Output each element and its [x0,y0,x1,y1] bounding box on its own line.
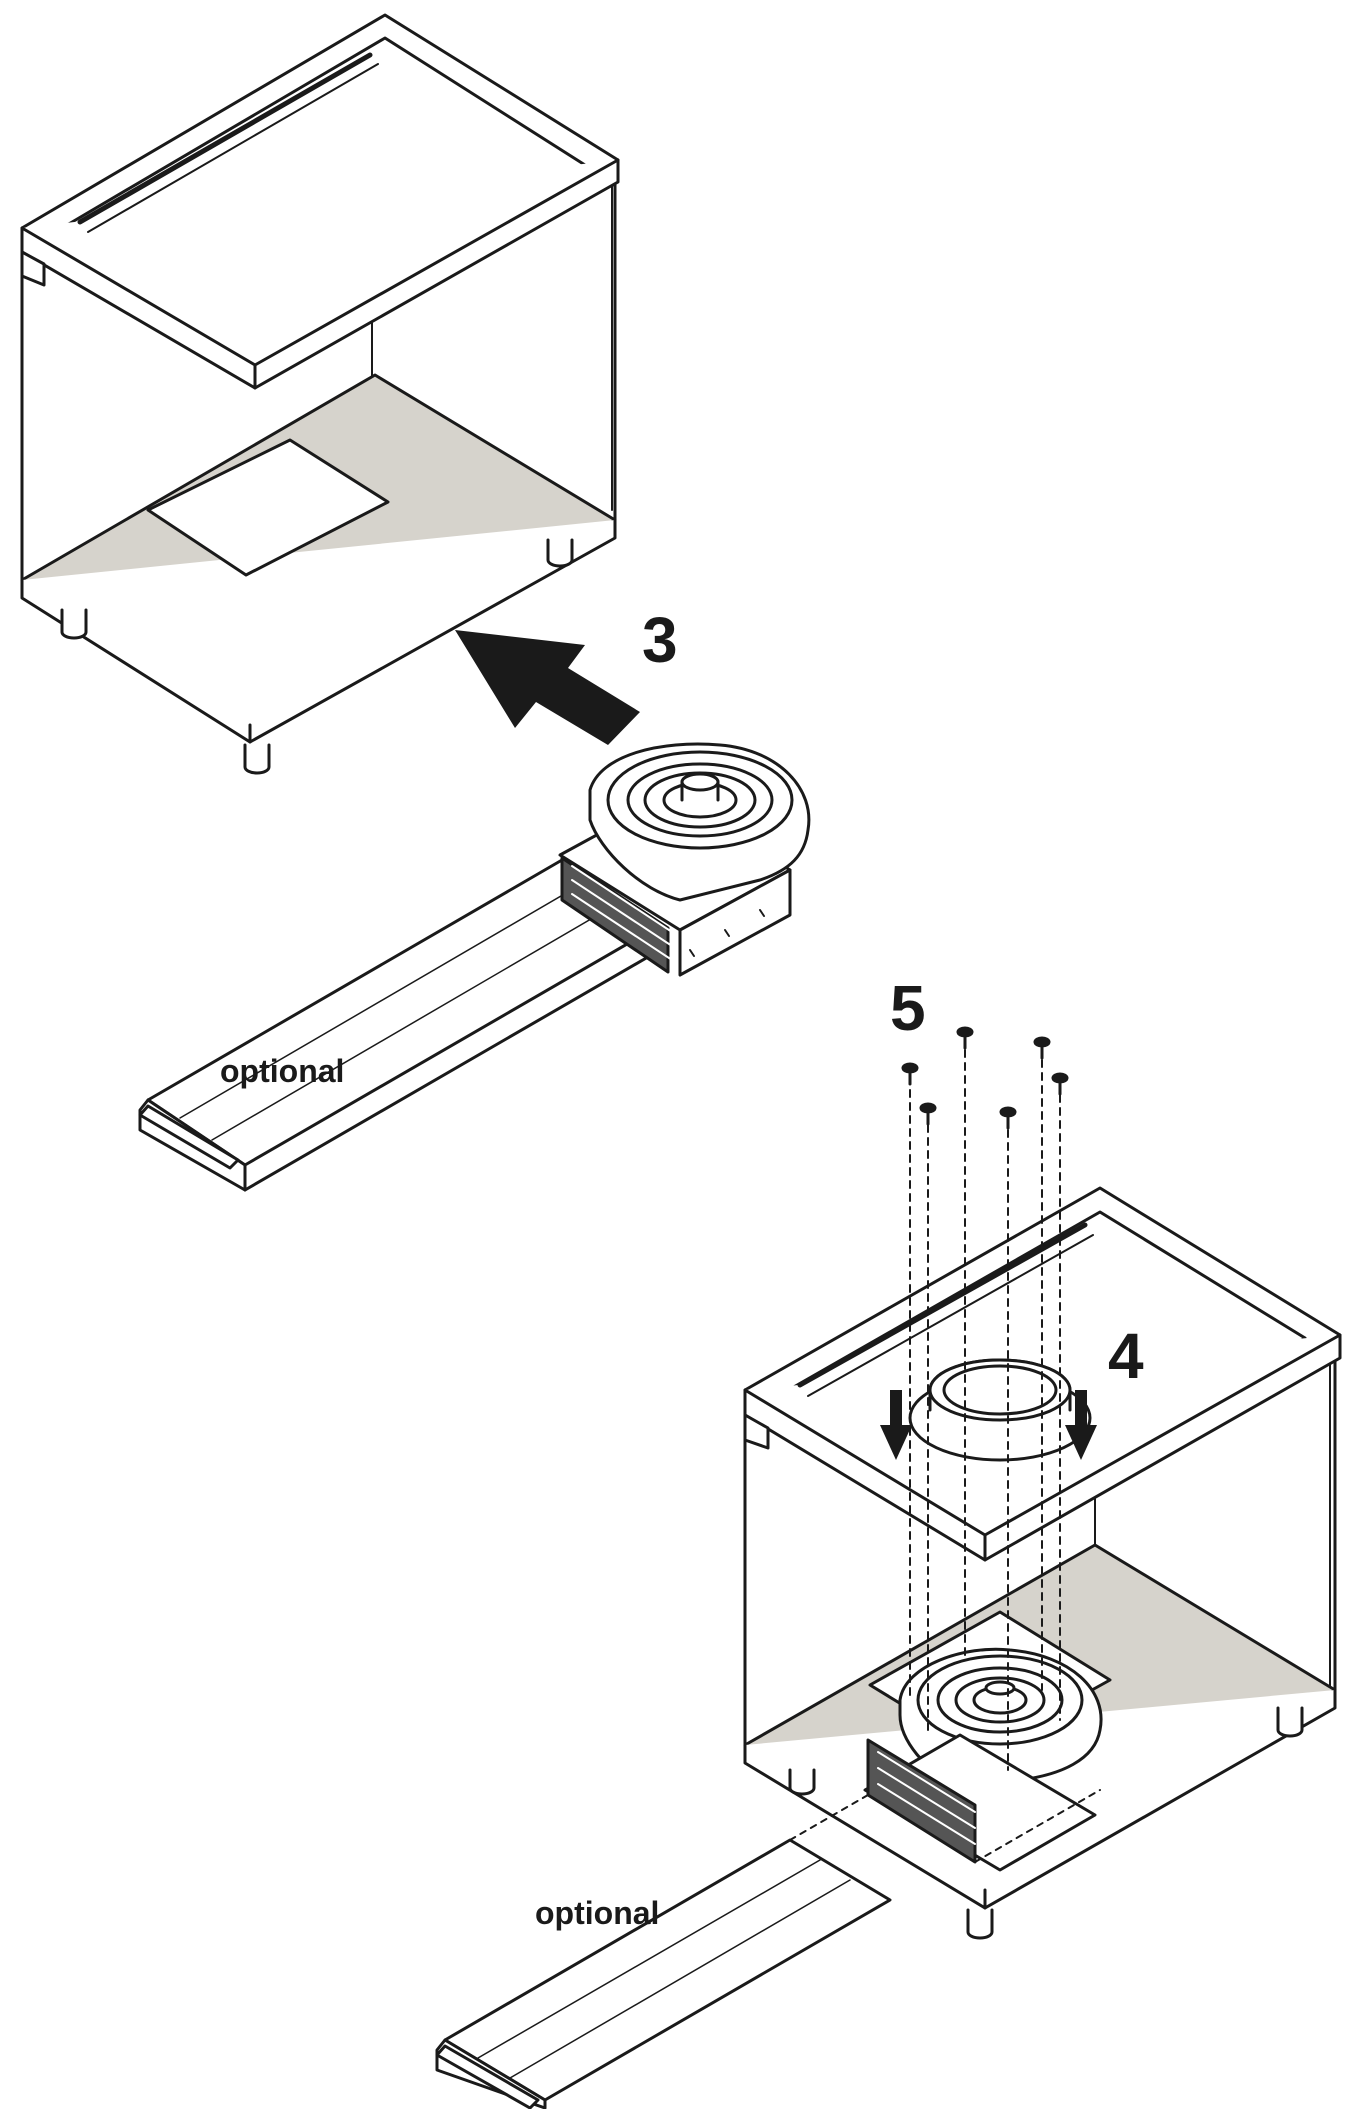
fan-unit-top [138,742,811,1192]
step3-arrow [455,630,640,745]
screw-icon [919,1102,937,1126]
arrow-icon [455,630,640,745]
screw-icon [999,1106,1017,1130]
screw-icon [1051,1072,1069,1096]
optional-label-top: optional [220,1053,344,1089]
cabinet-top-legs [60,538,574,775]
clamp-band [560,856,670,974]
screws [901,1026,1069,1130]
collar-ring [908,1358,1092,1462]
cabinet-top-frame [20,13,620,390]
down-arrow-icon [880,1425,912,1460]
step-number-5: 5 [890,972,926,1044]
screw-guides [909,1049,1061,1771]
step-number-4: 4 [1108,1320,1144,1392]
cabinet-bottom [435,1049,1342,2109]
cabinet-top [20,13,620,775]
step-number-3: 3 [642,604,678,676]
down-arrow-icon [1065,1425,1097,1460]
step4-arrows [880,1390,1097,1460]
fan-unit-mounted [863,1647,1103,1872]
screw-icon [956,1026,974,1050]
cabinet-bottom-legs [788,1706,1304,1940]
optional-label-bottom: optional [535,1895,659,1931]
cabinet-top-floor-opening [146,438,390,577]
duct-optional-bottom [435,1838,892,2109]
screw-icon [1033,1036,1051,1060]
screw-icon [901,1062,919,1086]
